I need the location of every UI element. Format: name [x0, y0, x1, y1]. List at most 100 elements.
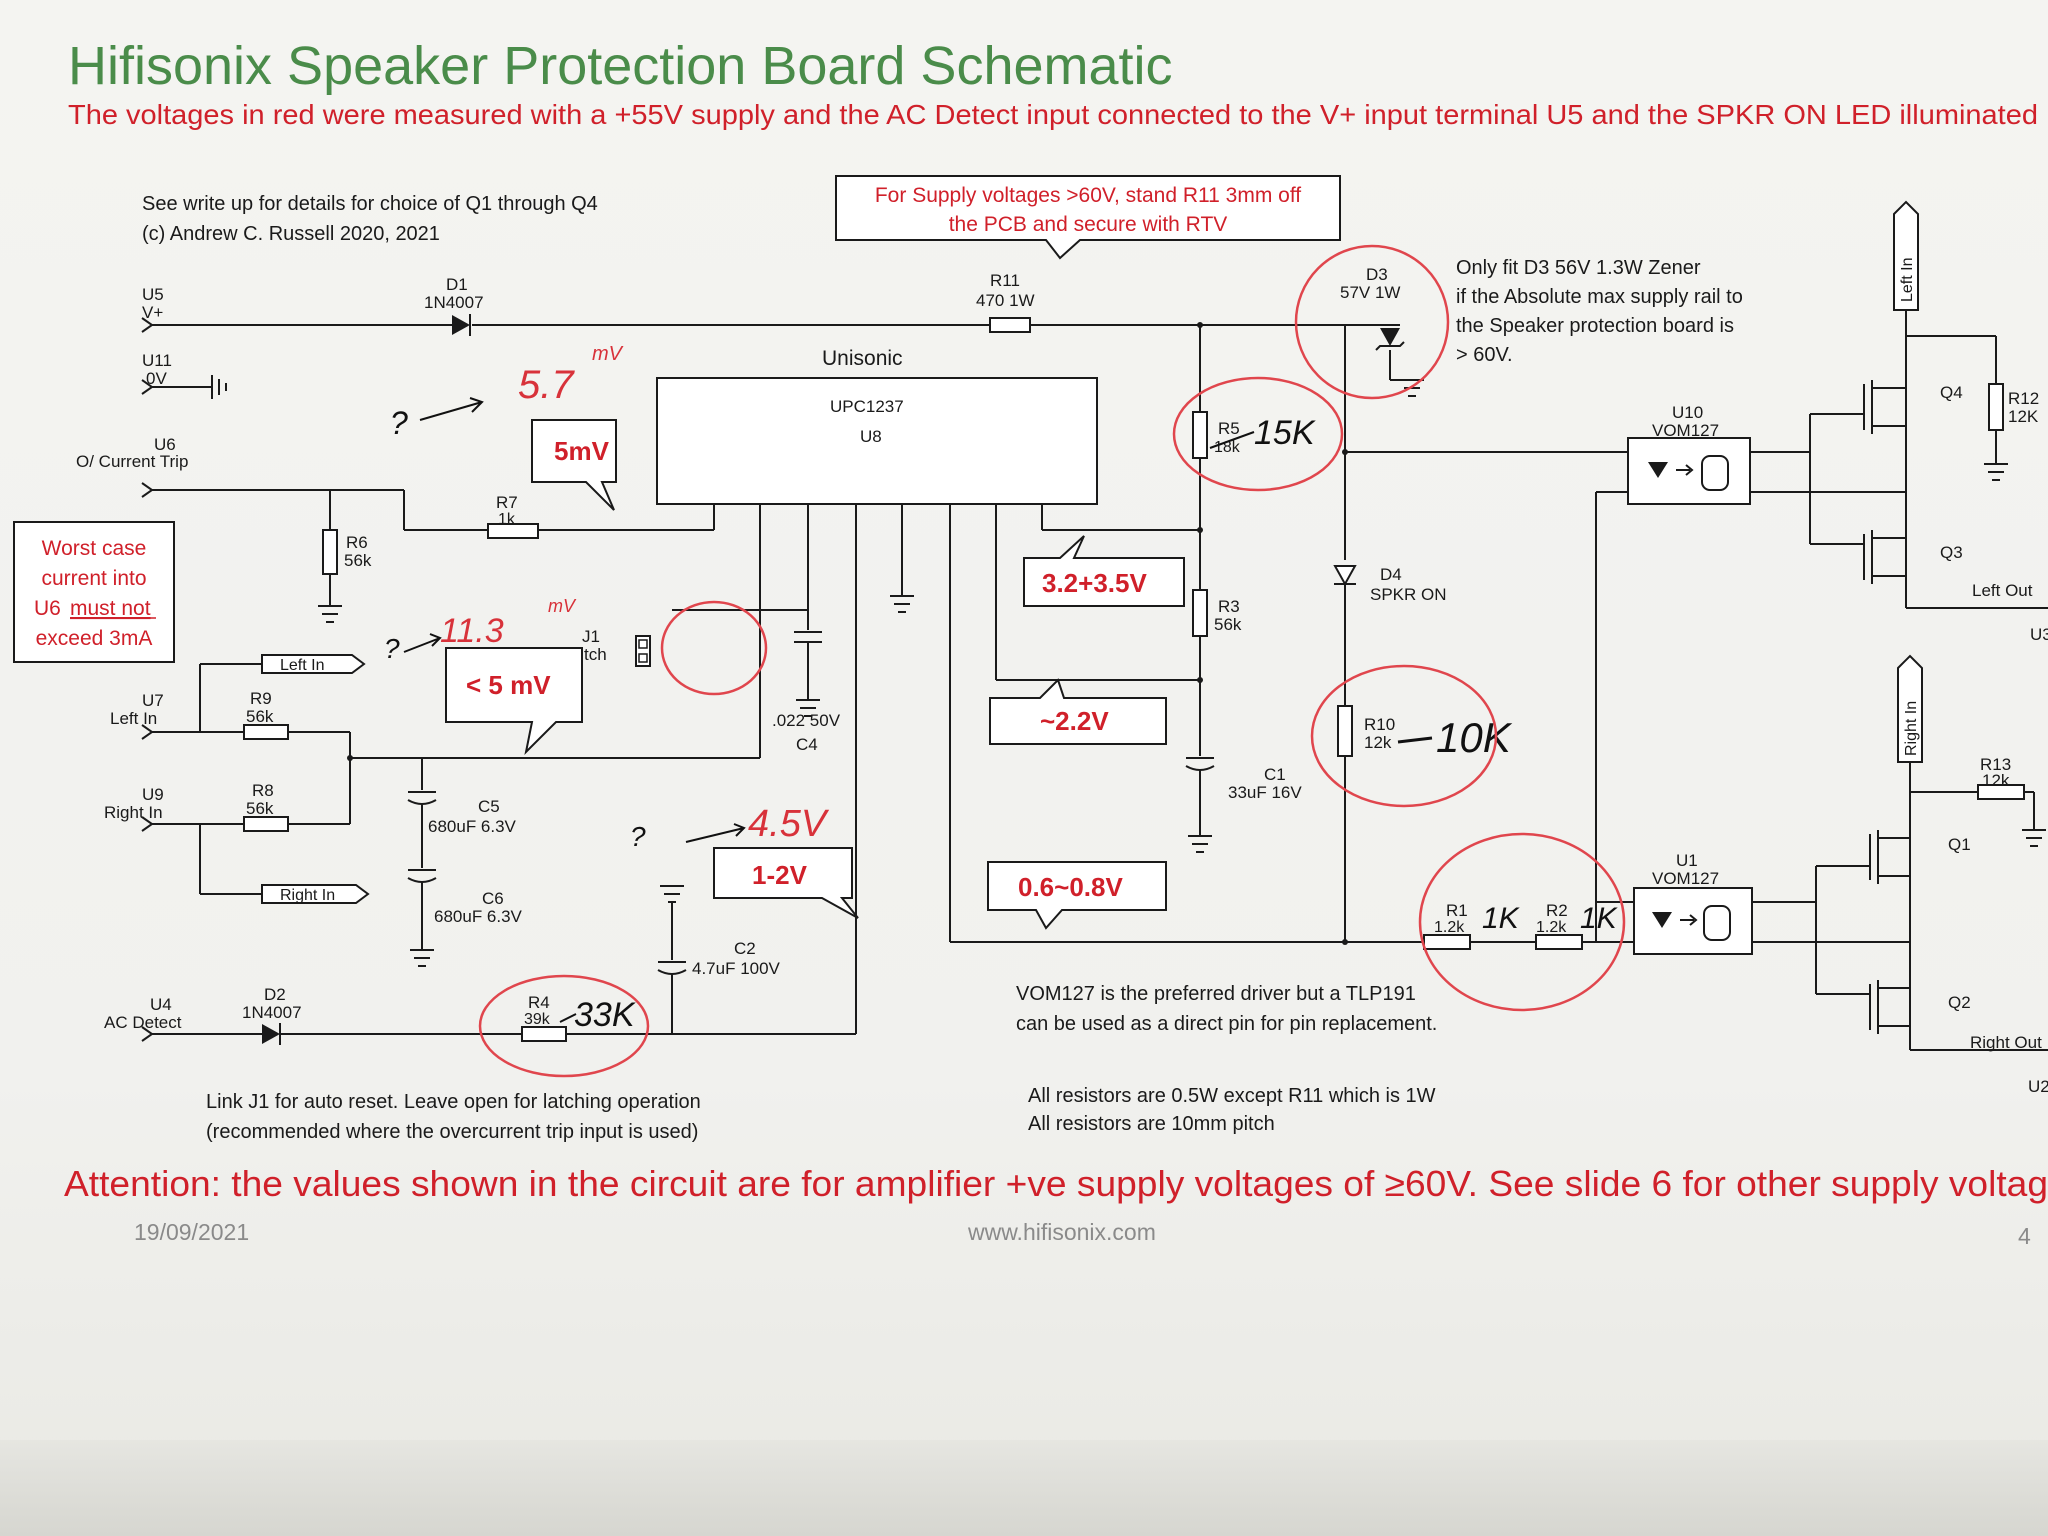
attention-note: Attention: the values shown in the circu…: [64, 1163, 2048, 1204]
d2-label: D2: [264, 985, 286, 1004]
link-note-2: (recommended where the overcurrent trip …: [206, 1121, 698, 1143]
r12-resistor: [1988, 383, 2004, 431]
r9-resistor: [243, 724, 289, 740]
r2-label: R2: [1546, 901, 1568, 920]
q2-label: Q2: [1948, 993, 1971, 1012]
r1-value: 1.2k: [1434, 919, 1465, 936]
footer-date: 19/09/2021: [134, 1219, 249, 1245]
u1-value: VOM127: [1652, 869, 1719, 888]
worst-case-line2: current into: [41, 567, 146, 590]
r3-label: R3: [1218, 597, 1240, 616]
r1-resistor: [1423, 934, 1471, 950]
left-in-vertical-label: Left In: [1899, 258, 1916, 302]
d1-label: D1: [446, 275, 468, 294]
r6-value: 56k: [344, 551, 372, 570]
ground-icon: [660, 885, 684, 903]
vom-note-2: can be used as a direct pin for pin repl…: [1016, 1013, 1437, 1035]
c5-label: C5: [478, 797, 500, 816]
hand-q1: ?: [390, 405, 408, 441]
hand-arrow-3: [685, 823, 746, 843]
r2-value: 1.2k: [1536, 919, 1567, 936]
u8-part: UPC1237: [830, 397, 904, 416]
measurement-22-box: [989, 678, 1167, 745]
d4-value: SPKR ON: [1370, 585, 1447, 604]
c4-label: C4: [796, 735, 818, 754]
measurement-lt5mv: < 5 mV: [466, 670, 551, 700]
circle-r4: [478, 974, 650, 1078]
hand-q3: ?: [630, 821, 646, 852]
zener-note-1: Only fit D3 56V 1.3W Zener: [1456, 257, 1701, 279]
ground-icon: [1984, 463, 2008, 481]
u8-vendor: Unisonic: [822, 347, 903, 370]
q3-label: Q3: [1940, 543, 1963, 562]
d3-value: 57V 1W: [1340, 283, 1400, 302]
zener-note-3: the Speaker protection board is: [1456, 315, 1734, 337]
worst-case-line1: Worst case: [42, 537, 147, 560]
r11-callout-line2: the PCB and secure with RTV: [949, 213, 1228, 236]
right-in-vertical-flag: [1897, 654, 1923, 763]
r7-label: R7: [496, 493, 518, 512]
u9-label: U9: [142, 785, 164, 804]
measurement-lt5mv-box: [445, 647, 583, 756]
r7-value: 1k: [498, 511, 516, 528]
worst-case-line4: exceed 3mA: [36, 627, 153, 650]
ground-icon: [2022, 829, 2046, 847]
u1-label: U1: [1676, 851, 1698, 870]
measurement-5mv-box: [531, 419, 617, 511]
measurement-12-box: [713, 847, 859, 919]
d1-diode-icon: [452, 315, 470, 335]
footer-page-number: 4: [2018, 1223, 2031, 1249]
u10-label: U10: [1672, 403, 1703, 422]
measurement-5mv: 5mV: [554, 436, 610, 466]
writeup-note: See write up for details for choice of Q…: [142, 193, 598, 215]
right-in-flag: [261, 884, 370, 904]
u10-value: VOM127: [1652, 421, 1719, 440]
r8-resistor: [243, 816, 289, 832]
q4-mosfet: [1810, 380, 1906, 434]
measurement-32: 3.2+3.5V: [1042, 568, 1147, 598]
measurement-12: 1-2V: [752, 860, 808, 890]
ground-icon: [890, 595, 914, 613]
hand-arrow-1: [419, 397, 484, 421]
resistor-note-2: All resistors are 10mm pitch: [1028, 1113, 1275, 1135]
r13-label: R13: [1980, 755, 2011, 774]
r11-label: R11: [990, 271, 1020, 290]
u11-label: U11: [142, 351, 172, 370]
u8-ref: U8: [860, 427, 882, 446]
q4-label: Q4: [1940, 383, 1963, 402]
left-in-flag-label: Left In: [280, 657, 324, 674]
r9-label: R9: [250, 689, 272, 708]
left-in-vertical-flag: [1893, 200, 1919, 311]
hand-45: 4.5V: [748, 803, 830, 845]
ground-icon: [318, 605, 342, 623]
footer-url: www.hifisonix.com: [967, 1219, 1156, 1245]
hand-r4-33k: 33K: [574, 996, 636, 1034]
c1-capacitor-icon: [1185, 757, 1215, 771]
ground-icon: [410, 949, 434, 967]
r8-value: 56k: [246, 799, 274, 818]
hand-57: 5.7: [518, 363, 575, 407]
hand-r10-10k: 10K: [1436, 714, 1513, 761]
u10-led-icon: [1648, 462, 1668, 478]
hand-57-unit: mV: [592, 343, 624, 365]
circle-d3: [1294, 244, 1450, 400]
zener-note-2: if the Absolute max supply rail to: [1456, 286, 1743, 308]
j1-value: tch: [584, 645, 607, 664]
ground-icon: [211, 375, 227, 399]
r12-label: R12: [2008, 389, 2039, 408]
measurement-22: ~2.2V: [1040, 706, 1109, 736]
d4-label: D4: [1380, 565, 1402, 584]
c5-capacitor-icon: [407, 791, 437, 805]
r10-value: 12k: [1364, 733, 1392, 752]
u11-pin-label: 0V: [146, 369, 167, 388]
ground-icon: [1188, 835, 1212, 853]
worst-case-box: [13, 521, 175, 663]
c2-label: C2: [734, 939, 756, 958]
c2-value: 4.7uF 100V: [692, 959, 781, 978]
left-out-label: Left Out: [1972, 581, 2033, 600]
r11-callout-line1: For Supply voltages >60V, stand R11 3mm …: [875, 184, 1301, 207]
vom-note-1: VOM127 is the preferred driver but a TLP…: [1016, 983, 1416, 1005]
d4-led-icon: [1333, 565, 1357, 587]
